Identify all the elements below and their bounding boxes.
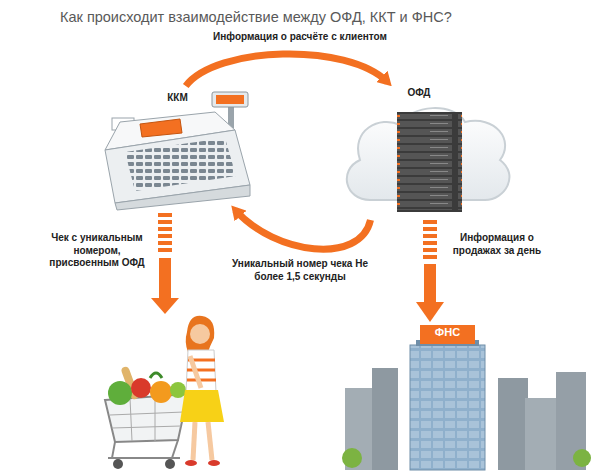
edge-label: Информация о продажах за день xyxy=(452,232,542,257)
building-node: ФНС xyxy=(398,322,493,470)
flow-arrow-stripes xyxy=(423,220,437,262)
cloud-node: ОФД xyxy=(345,82,515,220)
receipt-arrow xyxy=(151,213,179,314)
flow-arrow xyxy=(186,54,388,86)
edge-label: Информация о расчёте с клиентом xyxy=(190,31,410,44)
node-label: ККМ xyxy=(140,92,215,105)
flow-arrow-shaft xyxy=(424,264,436,312)
flow-arrow xyxy=(235,210,370,249)
cash-register-node: ККМ xyxy=(95,86,260,210)
flow-arrow-curve xyxy=(235,210,370,249)
flow-arrow xyxy=(430,220,431,312)
flow-arrow-curve xyxy=(186,54,388,86)
node-label: ОФД xyxy=(400,87,438,100)
note-label: Чек с уникальным номером, присвоенным ОФ… xyxy=(42,232,152,270)
edge-label: Уникальный номер чека Не более 1,5 секун… xyxy=(230,258,370,283)
customer-figure xyxy=(105,316,224,469)
node-label: ФНС xyxy=(420,326,475,340)
city-buildings xyxy=(342,325,591,470)
diagram-title: Как происходит взаимодействие между ОФД,… xyxy=(60,8,452,26)
cloud-server xyxy=(347,108,510,212)
cash-register xyxy=(105,92,250,210)
